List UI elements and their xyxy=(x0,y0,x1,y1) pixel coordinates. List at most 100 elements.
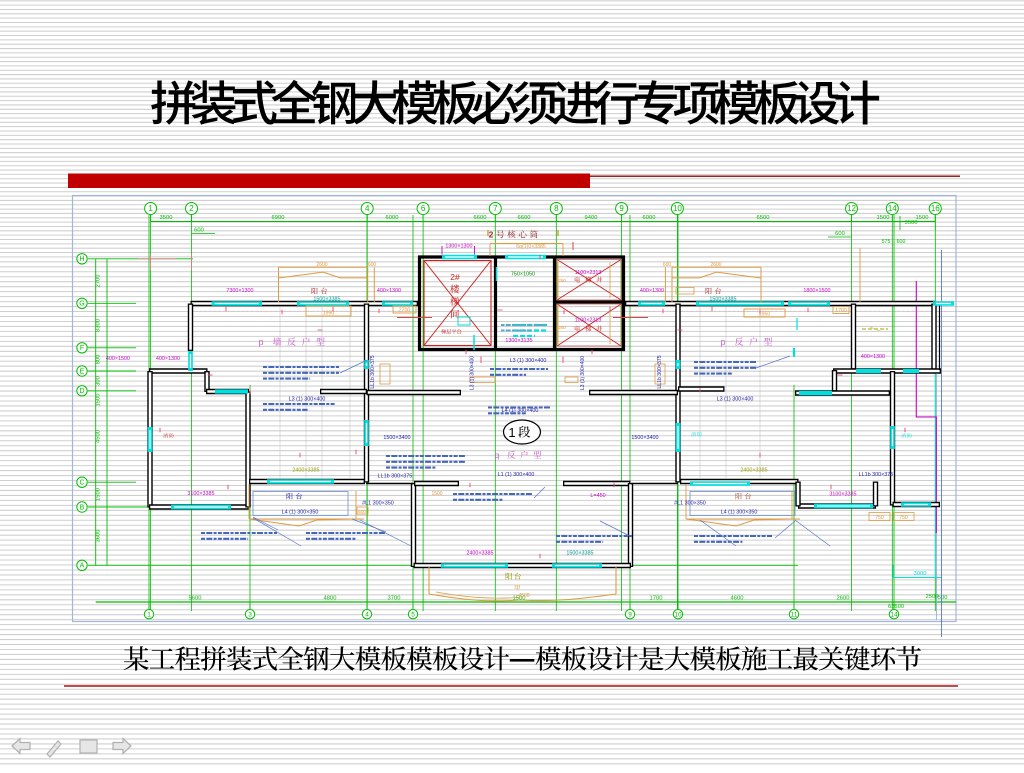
svg-text:11: 11 xyxy=(791,612,798,619)
svg-text:q: q xyxy=(495,450,500,460)
svg-text:4600: 4600 xyxy=(731,596,744,602)
svg-text:p: p xyxy=(258,337,263,347)
svg-text:#L1 300×350: #L1 300×350 xyxy=(674,501,706,507)
svg-text:575: 575 xyxy=(882,239,891,245)
svg-text:600: 600 xyxy=(368,262,377,268)
svg-text:1500×3400: 1500×3400 xyxy=(383,435,410,441)
svg-text:LL1b 300×375: LL1b 300×375 xyxy=(378,474,413,480)
svg-text:6000: 6000 xyxy=(643,215,656,221)
svg-text:750: 750 xyxy=(899,515,908,521)
svg-text:G: G xyxy=(79,301,84,308)
svg-text:F: F xyxy=(80,345,84,352)
svg-text:1500: 1500 xyxy=(513,596,526,602)
svg-text:1500: 1500 xyxy=(916,215,929,221)
svg-text:4500: 4500 xyxy=(518,593,529,599)
svg-text:14: 14 xyxy=(890,612,898,619)
svg-text:9: 9 xyxy=(619,204,624,213)
svg-text:14: 14 xyxy=(888,204,897,213)
svg-text:4: 4 xyxy=(365,204,370,213)
svg-text:400×1300: 400×1300 xyxy=(861,354,885,360)
svg-text:6: 6 xyxy=(421,204,426,213)
svg-text:L=450: L=450 xyxy=(590,493,605,499)
svg-text:1700: 1700 xyxy=(835,308,847,314)
svg-text:6600: 6600 xyxy=(474,215,487,221)
svg-text:1: 1 xyxy=(508,425,515,440)
svg-text:2600: 2600 xyxy=(710,262,721,268)
svg-text:1500×3385: 1500×3385 xyxy=(709,297,736,303)
svg-text:400×1500: 400×1500 xyxy=(106,356,130,362)
svg-text:LL1b 300×375: LL1b 300×375 xyxy=(370,355,376,388)
svg-text:10: 10 xyxy=(674,612,682,619)
svg-text:L1 (1) 300×400: L1 (1) 300×400 xyxy=(498,472,535,478)
svg-text:5600: 5600 xyxy=(189,596,202,602)
svg-text:600: 600 xyxy=(663,262,672,268)
svg-text:16: 16 xyxy=(931,204,940,213)
svg-text:5: 5 xyxy=(411,612,415,619)
svg-text:1100×2313: 1100×2313 xyxy=(575,270,602,276)
svg-text:12: 12 xyxy=(847,204,856,213)
svg-text:1: 1 xyxy=(148,204,153,213)
svg-text:2400×3385: 2400×3385 xyxy=(292,468,319,474)
svg-text:6500: 6500 xyxy=(757,215,770,221)
svg-text:750: 750 xyxy=(875,515,884,521)
svg-text:3: 3 xyxy=(248,612,252,619)
svg-text:1500×3400: 1500×3400 xyxy=(631,435,658,441)
svg-text:3000: 3000 xyxy=(914,571,927,577)
svg-text:1500×3385: 1500×3385 xyxy=(313,297,340,303)
svg-text:LL1b 300×375: LL1b 300×375 xyxy=(859,472,894,478)
svg-text:2600: 2600 xyxy=(837,596,850,602)
svg-text:9400: 9400 xyxy=(585,215,598,221)
svg-text:C: C xyxy=(79,480,84,487)
svg-text:1300×3135: 1300×3135 xyxy=(505,338,532,344)
svg-text:1: 1 xyxy=(147,612,151,619)
svg-text:2400×3385: 2400×3385 xyxy=(740,468,767,474)
svg-text:1100×2313: 1100×2313 xyxy=(575,318,602,324)
svg-text:400×1300: 400×1300 xyxy=(640,288,664,294)
svg-text:7300×1300: 7300×1300 xyxy=(226,288,253,294)
svg-text:6000: 6000 xyxy=(386,215,399,221)
svg-text:300: 300 xyxy=(96,376,102,386)
svg-text:#L1 300×350: #L1 300×350 xyxy=(362,501,394,507)
svg-text:600: 600 xyxy=(194,228,204,234)
svg-text:LL1b 300×375: LL1b 300×375 xyxy=(657,355,663,388)
svg-text:3500: 3500 xyxy=(160,215,173,221)
svg-text:4500: 4500 xyxy=(96,430,102,443)
svg-text:2250: 2250 xyxy=(556,278,566,283)
svg-text:H: H xyxy=(79,256,84,263)
svg-text:2400×3385: 2400×3385 xyxy=(466,551,493,557)
svg-text:3100×3385: 3100×3385 xyxy=(829,492,856,498)
svg-text:7: 7 xyxy=(493,204,498,213)
svg-text:2500: 2500 xyxy=(935,595,948,601)
svg-text:1700: 1700 xyxy=(650,596,663,602)
svg-text:10: 10 xyxy=(673,204,682,213)
svg-text:2: 2 xyxy=(489,230,494,240)
svg-text:1500: 1500 xyxy=(96,488,102,501)
svg-text:L4 (1) 300×350: L4 (1) 300×350 xyxy=(282,510,319,516)
svg-text:800: 800 xyxy=(96,355,102,365)
svg-text:1300×1300: 1300×1300 xyxy=(445,244,472,250)
svg-text:400×1300: 400×1300 xyxy=(377,288,401,294)
svg-text:1500: 1500 xyxy=(877,215,890,221)
svg-text:63500: 63500 xyxy=(888,604,904,610)
svg-text:600: 600 xyxy=(358,509,366,514)
svg-text:p: p xyxy=(720,337,725,347)
svg-text:4: 4 xyxy=(365,612,369,619)
svg-text:L3 (1) 300×400: L3 (1) 300×400 xyxy=(580,356,586,390)
svg-text:2700: 2700 xyxy=(399,308,411,314)
svg-text:L3 (1) 300×400: L3 (1) 300×400 xyxy=(510,358,547,364)
svg-text:L3 (1) 300×400: L3 (1) 300×400 xyxy=(289,397,326,403)
svg-text:600: 600 xyxy=(897,239,906,245)
svg-text:2250: 2250 xyxy=(556,325,566,330)
svg-text:2600: 2600 xyxy=(316,262,327,268)
svg-text:2700: 2700 xyxy=(96,275,102,288)
svg-text:D: D xyxy=(79,388,84,395)
svg-text:1950: 1950 xyxy=(323,311,335,317)
svg-text:3600: 3600 xyxy=(96,530,102,543)
svg-text:3500: 3500 xyxy=(905,220,918,226)
svg-text:3100×3385: 3100×3385 xyxy=(187,491,214,497)
svg-text:2: 2 xyxy=(189,204,194,213)
svg-text:1950: 1950 xyxy=(759,312,771,318)
svg-text:1500×3385: 1500×3385 xyxy=(566,551,593,557)
svg-text:6900: 6900 xyxy=(272,215,285,221)
svg-text:2#: 2# xyxy=(450,272,460,282)
